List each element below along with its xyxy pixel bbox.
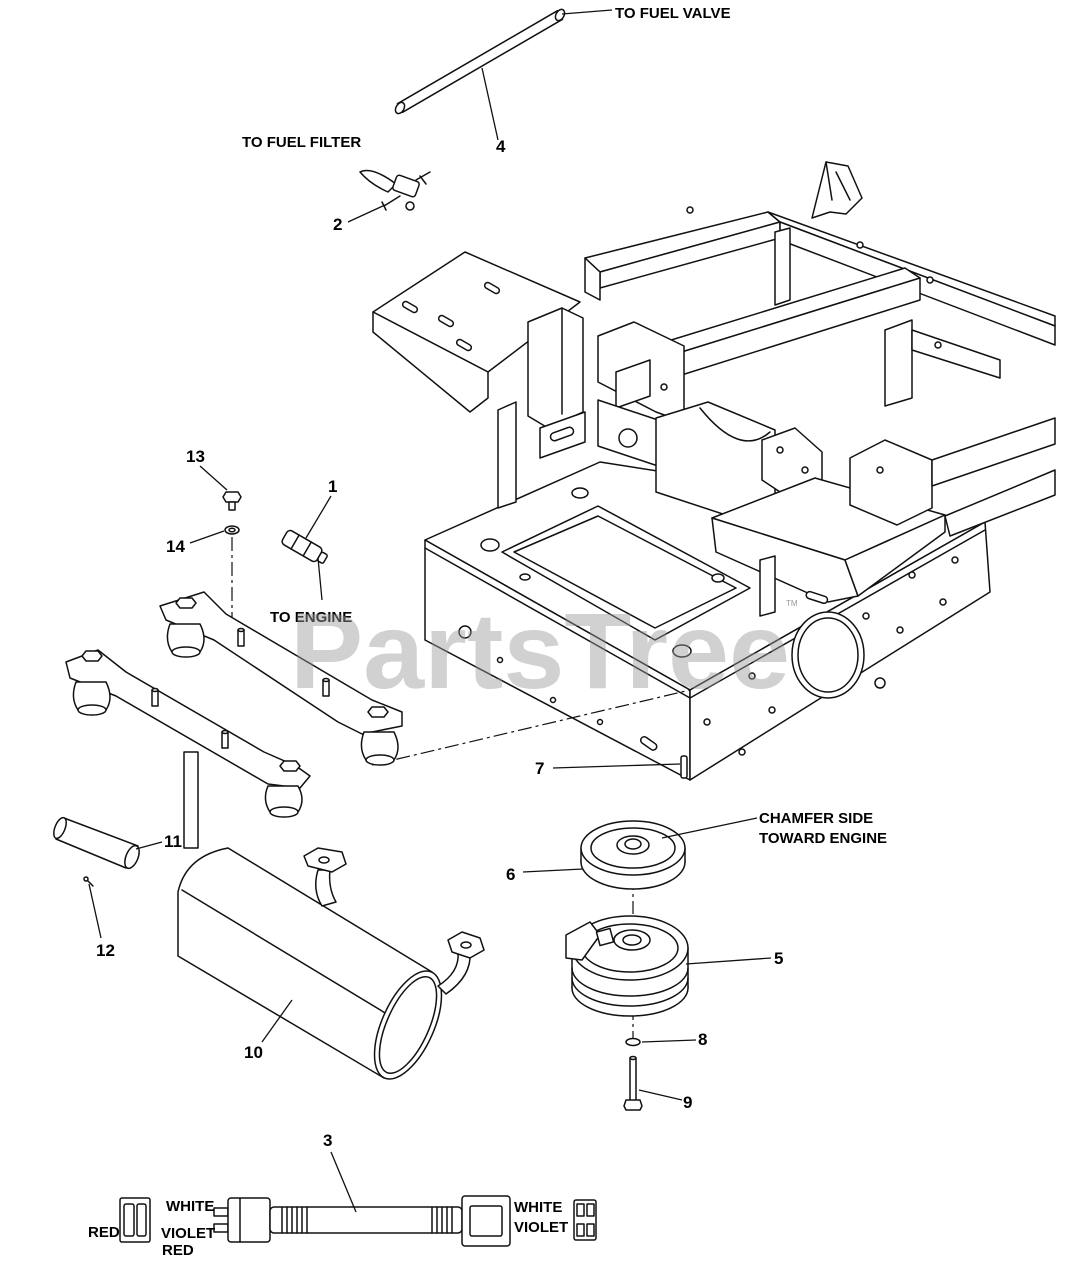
pulley [580, 820, 686, 890]
mount-bolt [222, 491, 242, 511]
electric-clutch [565, 915, 689, 1017]
callout-6: 6 [506, 865, 515, 884]
callout-4: 4 [496, 137, 506, 156]
fuel-valve [359, 169, 431, 211]
left-upright-panel [497, 401, 517, 509]
callout-3: 3 [323, 1131, 332, 1150]
clutch-washer [625, 1037, 641, 1047]
right-rail-upper [931, 417, 1056, 487]
fuel-fitting [281, 529, 328, 564]
key-pin [680, 755, 688, 779]
callout-2: 2 [333, 215, 342, 234]
clutch-bolt [623, 1055, 643, 1111]
note-to-engine: TO ENGINE [270, 609, 352, 626]
leader-lines [88, 9, 772, 1213]
watermark-text: PartsTree [290, 590, 790, 711]
engine-mount-rear [159, 591, 403, 766]
deck-opening [501, 505, 751, 641]
callout-13: 13 [186, 447, 205, 466]
callout-7: 7 [535, 759, 544, 778]
callout-5: 5 [774, 949, 783, 968]
labels: TO FUEL VALVE TO FUEL FILTER TO ENGINE C… [88, 5, 887, 1259]
rear-upright-bracket [811, 161, 863, 219]
callout-11: 11 [164, 832, 182, 851]
deck-hole [480, 538, 500, 552]
note-toward-engine: TOWARD ENGINE [759, 830, 887, 847]
harness-left-plug [227, 1197, 271, 1243]
mount-washer [224, 525, 240, 535]
harness-conduit [269, 1206, 463, 1234]
fuel-line [394, 8, 566, 115]
tailpipe-screw [83, 876, 94, 887]
mower-frame [372, 161, 1056, 781]
center-bracket [527, 307, 584, 429]
right-rail-lower [944, 469, 1056, 537]
watermark: PartsTree TM [290, 590, 798, 711]
callout-1: 1 [328, 477, 337, 496]
callout-9: 9 [683, 1093, 692, 1112]
muffler [177, 847, 485, 1080]
note-to-fuel-valve: TO FUEL VALVE [615, 5, 731, 22]
callout-14: 14 [166, 537, 185, 556]
note-to-fuel-filter: TO FUEL FILTER [242, 134, 361, 151]
harness-label-left-red: RED [162, 1242, 194, 1259]
tailpipe [53, 816, 140, 870]
note-chamfer-side: CHAMFER SIDE [759, 810, 873, 827]
harness-label-right-violet: VIOLET [514, 1219, 568, 1236]
engine-mount-front [65, 649, 311, 849]
callout-8: 8 [698, 1030, 707, 1049]
watermark-tm: TM [786, 599, 798, 608]
wire-harness [119, 1195, 597, 1247]
harness-label-right-white: WHITE [514, 1199, 562, 1216]
harness-label-left-red-connector: RED [88, 1224, 120, 1241]
harness-label-left-white: WHITE [166, 1198, 214, 1215]
callout-10: 10 [244, 1043, 263, 1062]
callout-12: 12 [96, 941, 115, 960]
right-bracket-box [849, 439, 933, 526]
left-plate-side [372, 311, 489, 413]
deck-side-large-hole [791, 611, 865, 699]
harness-label-left-violet: VIOLET [161, 1225, 215, 1242]
